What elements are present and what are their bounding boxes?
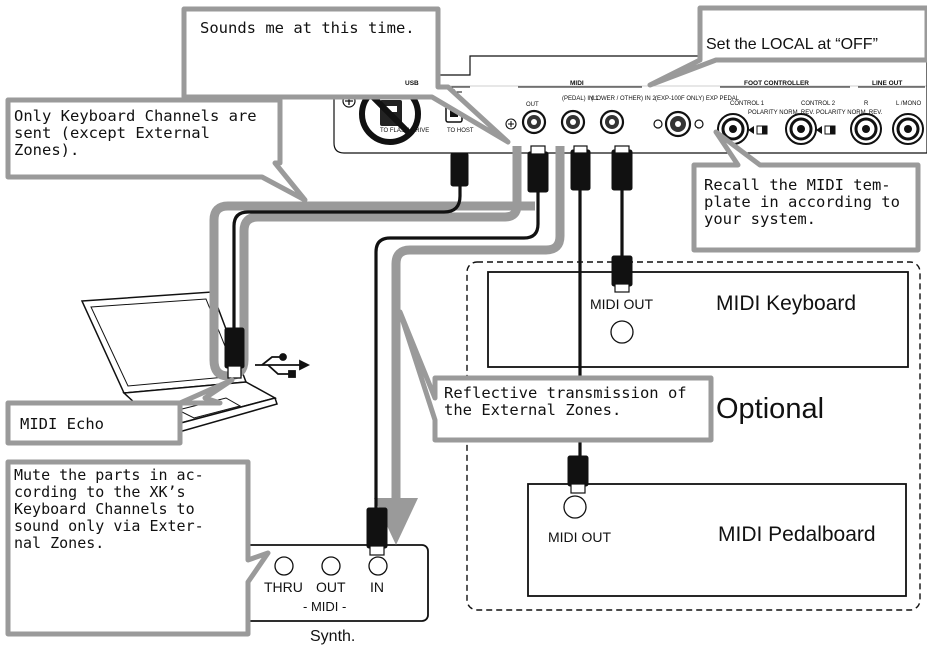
panel-pedal-in1-label: (PEDAL) IN 1	[562, 96, 599, 102]
panel-r-label: R	[864, 101, 869, 107]
phone-jack-icon	[892, 113, 924, 145]
synth-in-plug	[366, 507, 388, 549]
usb-symbol-icon	[255, 353, 311, 378]
synth-thru-label: THRU	[264, 579, 303, 595]
callout-mute: Mute the parts in ac- cording to the XK’…	[14, 466, 204, 552]
midi-out-plug	[527, 151, 549, 193]
callout-balloons	[5, 5, 927, 637]
midi-din-jack-icon	[560, 109, 586, 135]
polarity-switch-icon	[748, 125, 768, 135]
midi-in2-plug	[611, 149, 633, 191]
midi-out-pedalboard-label: MIDI OUT	[548, 529, 611, 545]
panel-usb-label: USB	[405, 80, 419, 87]
panel-to-host-label: TO HOST	[447, 128, 474, 134]
pedalboard-midi-out-plug	[567, 455, 589, 487]
screw-icon	[505, 118, 517, 130]
midi-in1-plug	[570, 149, 591, 191]
panel-control1-label: CONTROL 1	[730, 101, 765, 107]
panel-midi-label: MIDI	[570, 80, 584, 87]
callout-midi-echo: MIDI Echo	[20, 415, 104, 433]
panel-polarity1-label: POLARITY NORM. REV.	[748, 110, 815, 116]
synth-midi-group-label: - MIDI -	[303, 599, 347, 614]
callout-recall: Recall the MIDI tem- plate in according …	[704, 176, 900, 228]
synth-in-port	[368, 556, 388, 576]
optional-label: Optional	[716, 393, 825, 425]
polarity-switch-icon	[816, 125, 836, 135]
phone-jack-icon	[850, 113, 882, 145]
usb-host-plug	[450, 152, 469, 187]
midi-din-jack-icon	[599, 109, 625, 135]
midi-pedalboard-label: MIDI Pedalboard	[718, 523, 876, 546]
laptop-usb-plug	[224, 327, 245, 369]
midi-keyboard-label: MIDI Keyboard	[716, 292, 857, 315]
midi-keyboard-box	[487, 271, 909, 368]
callout-keyboard-channels: Only Keyboard Channels are sent (except …	[14, 107, 257, 159]
panel-to-flash-drive-label: TO FLASH DRIVE	[380, 128, 430, 134]
panel-polarity2-label: POLARITY NORM. REV.	[816, 110, 883, 116]
panel-exp-pedal-label: (EXP-100F ONLY) EXP PEDAL	[655, 96, 740, 102]
panel-control2-label: CONTROL 2	[801, 101, 836, 107]
phone-jack-icon	[785, 113, 817, 145]
synth-out-port	[321, 556, 341, 576]
panel-l-mono-label: L /MONO	[896, 101, 922, 107]
panel-foot-controller-label: FOOT CONTROLLER	[744, 80, 809, 87]
callout-local: Set the LOCAL at “OFF”	[706, 36, 878, 53]
midi-out-pedalboard-port	[563, 495, 587, 519]
midi-out-keyboard-port	[610, 320, 634, 344]
synth-out-label: OUT	[316, 579, 346, 595]
synth-label: Synth.	[310, 628, 356, 645]
panel-out-label: OUT	[526, 102, 539, 108]
panel-line-out-label: LINE OUT	[872, 80, 903, 87]
midi-pedalboard-box	[527, 483, 907, 597]
keyboard-midi-out-plug	[611, 255, 633, 287]
callout-reflective: Reflective transmission of the External …	[444, 384, 687, 419]
synth-thru-port	[274, 556, 294, 576]
midi-din-jack-icon	[521, 109, 547, 135]
exp-pedal-jack-icon	[653, 110, 704, 138]
callout-sounds: Sounds me at this time.	[200, 19, 415, 37]
synth-in-label: IN	[370, 579, 384, 595]
midi-out-keyboard-label: MIDI OUT	[590, 296, 653, 312]
panel-lower-in2-label: (LOWER / OTHER) IN 2	[591, 96, 656, 102]
cable-plugs	[224, 145, 633, 556]
